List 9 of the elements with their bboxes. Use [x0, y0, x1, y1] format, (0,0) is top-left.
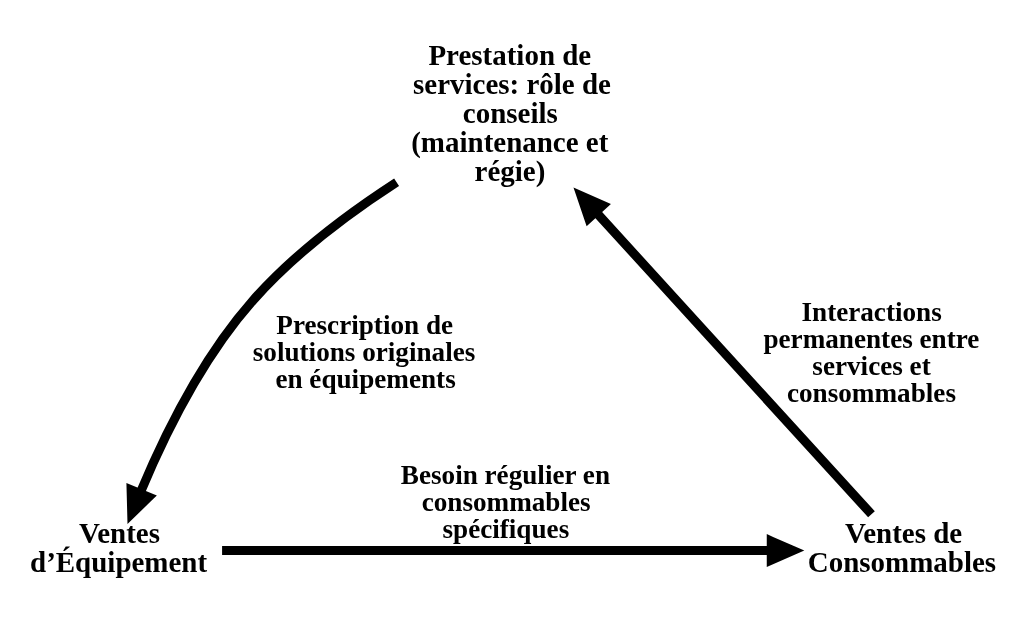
node-text: Ventes de Consommables — [807, 516, 997, 578]
arrow — [222, 533, 805, 567]
arrow — [126, 177, 400, 524]
node-text: Ventes d’Équipement — [30, 516, 208, 578]
arrow — [573, 186, 875, 517]
edge-label: Besoin régulier en consommables spécifiques — [400, 459, 611, 544]
edge-label: Prescription de solutions originales en équipements — [252, 309, 476, 394]
edge-label: Interactions permanentes entre services et consommables — [763, 296, 980, 408]
node-text: Prestation de services: rôle de conseils (maintenance et régie) — [411, 38, 611, 187]
